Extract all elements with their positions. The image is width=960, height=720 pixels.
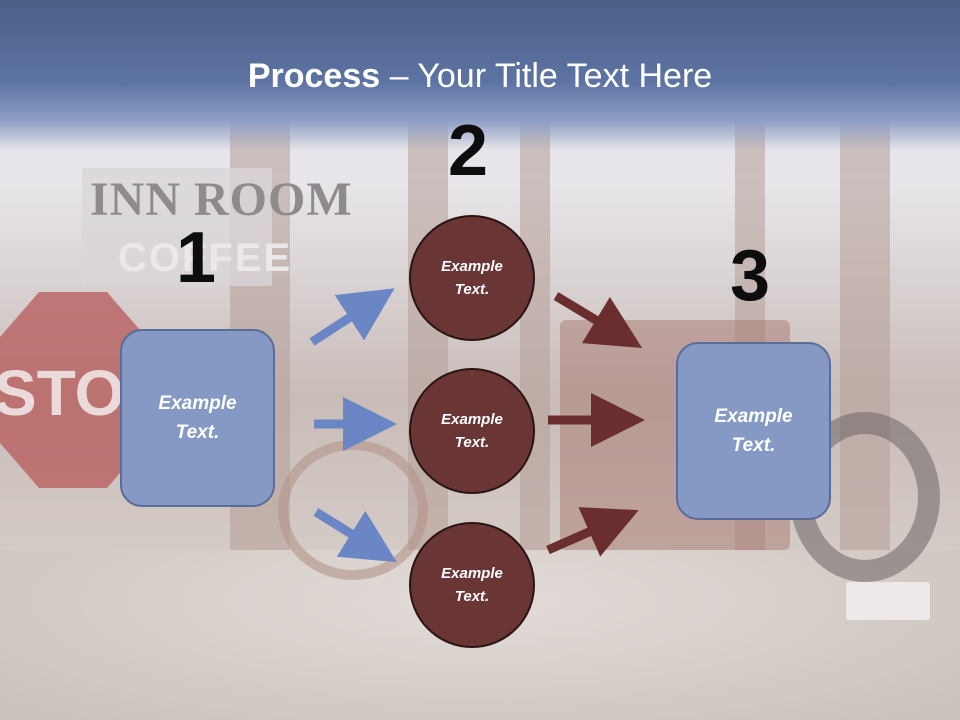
stop-sign-text: STO: [0, 357, 125, 429]
step-2-circle-bottom[interactable]: Example Text.: [409, 522, 535, 648]
arrow-down-right: [553, 292, 643, 348]
inn-room-sign-text: INN ROOM: [90, 173, 353, 226]
step-number-1: 1: [176, 218, 217, 298]
title-banner: Process – Your Title Text Here: [0, 0, 960, 150]
step-3-box[interactable]: Example Text.: [676, 342, 831, 520]
circle-top-line2: Text.: [454, 281, 490, 298]
step-1-line1: Example: [158, 393, 237, 414]
title-bold: Process: [247, 57, 381, 95]
arrow-down-left: [313, 508, 397, 563]
step-number-2: 2: [448, 111, 489, 191]
circle-middle-line2: Text.: [454, 434, 490, 451]
arrow-up-left: [309, 288, 395, 346]
slide-title: Process – Your Title Text Here: [0, 56, 960, 96]
step-1-box[interactable]: Example Text.: [120, 329, 275, 507]
step-2-circle-middle[interactable]: Example Text.: [409, 368, 535, 494]
circle-bottom-line2: Text.: [454, 588, 490, 605]
arrow-up-right: [546, 507, 639, 557]
circle-top-line1: Example: [441, 258, 503, 275]
step-3-line2: Text.: [731, 435, 776, 456]
coffee-sign-text: COFFEE: [118, 236, 293, 280]
inn-room-sign: [82, 168, 272, 286]
circle-middle-line1: Example: [441, 411, 503, 428]
step-3-line1: Example: [714, 406, 793, 427]
step-2-circle-top[interactable]: Example Text.: [409, 215, 535, 341]
license-plate: [846, 582, 930, 620]
title-rest: – Your Title Text Here: [380, 57, 713, 95]
step-1-line2: Text.: [175, 422, 220, 443]
circle-bottom-line1: Example: [441, 565, 503, 582]
step-number-3: 3: [730, 236, 771, 316]
